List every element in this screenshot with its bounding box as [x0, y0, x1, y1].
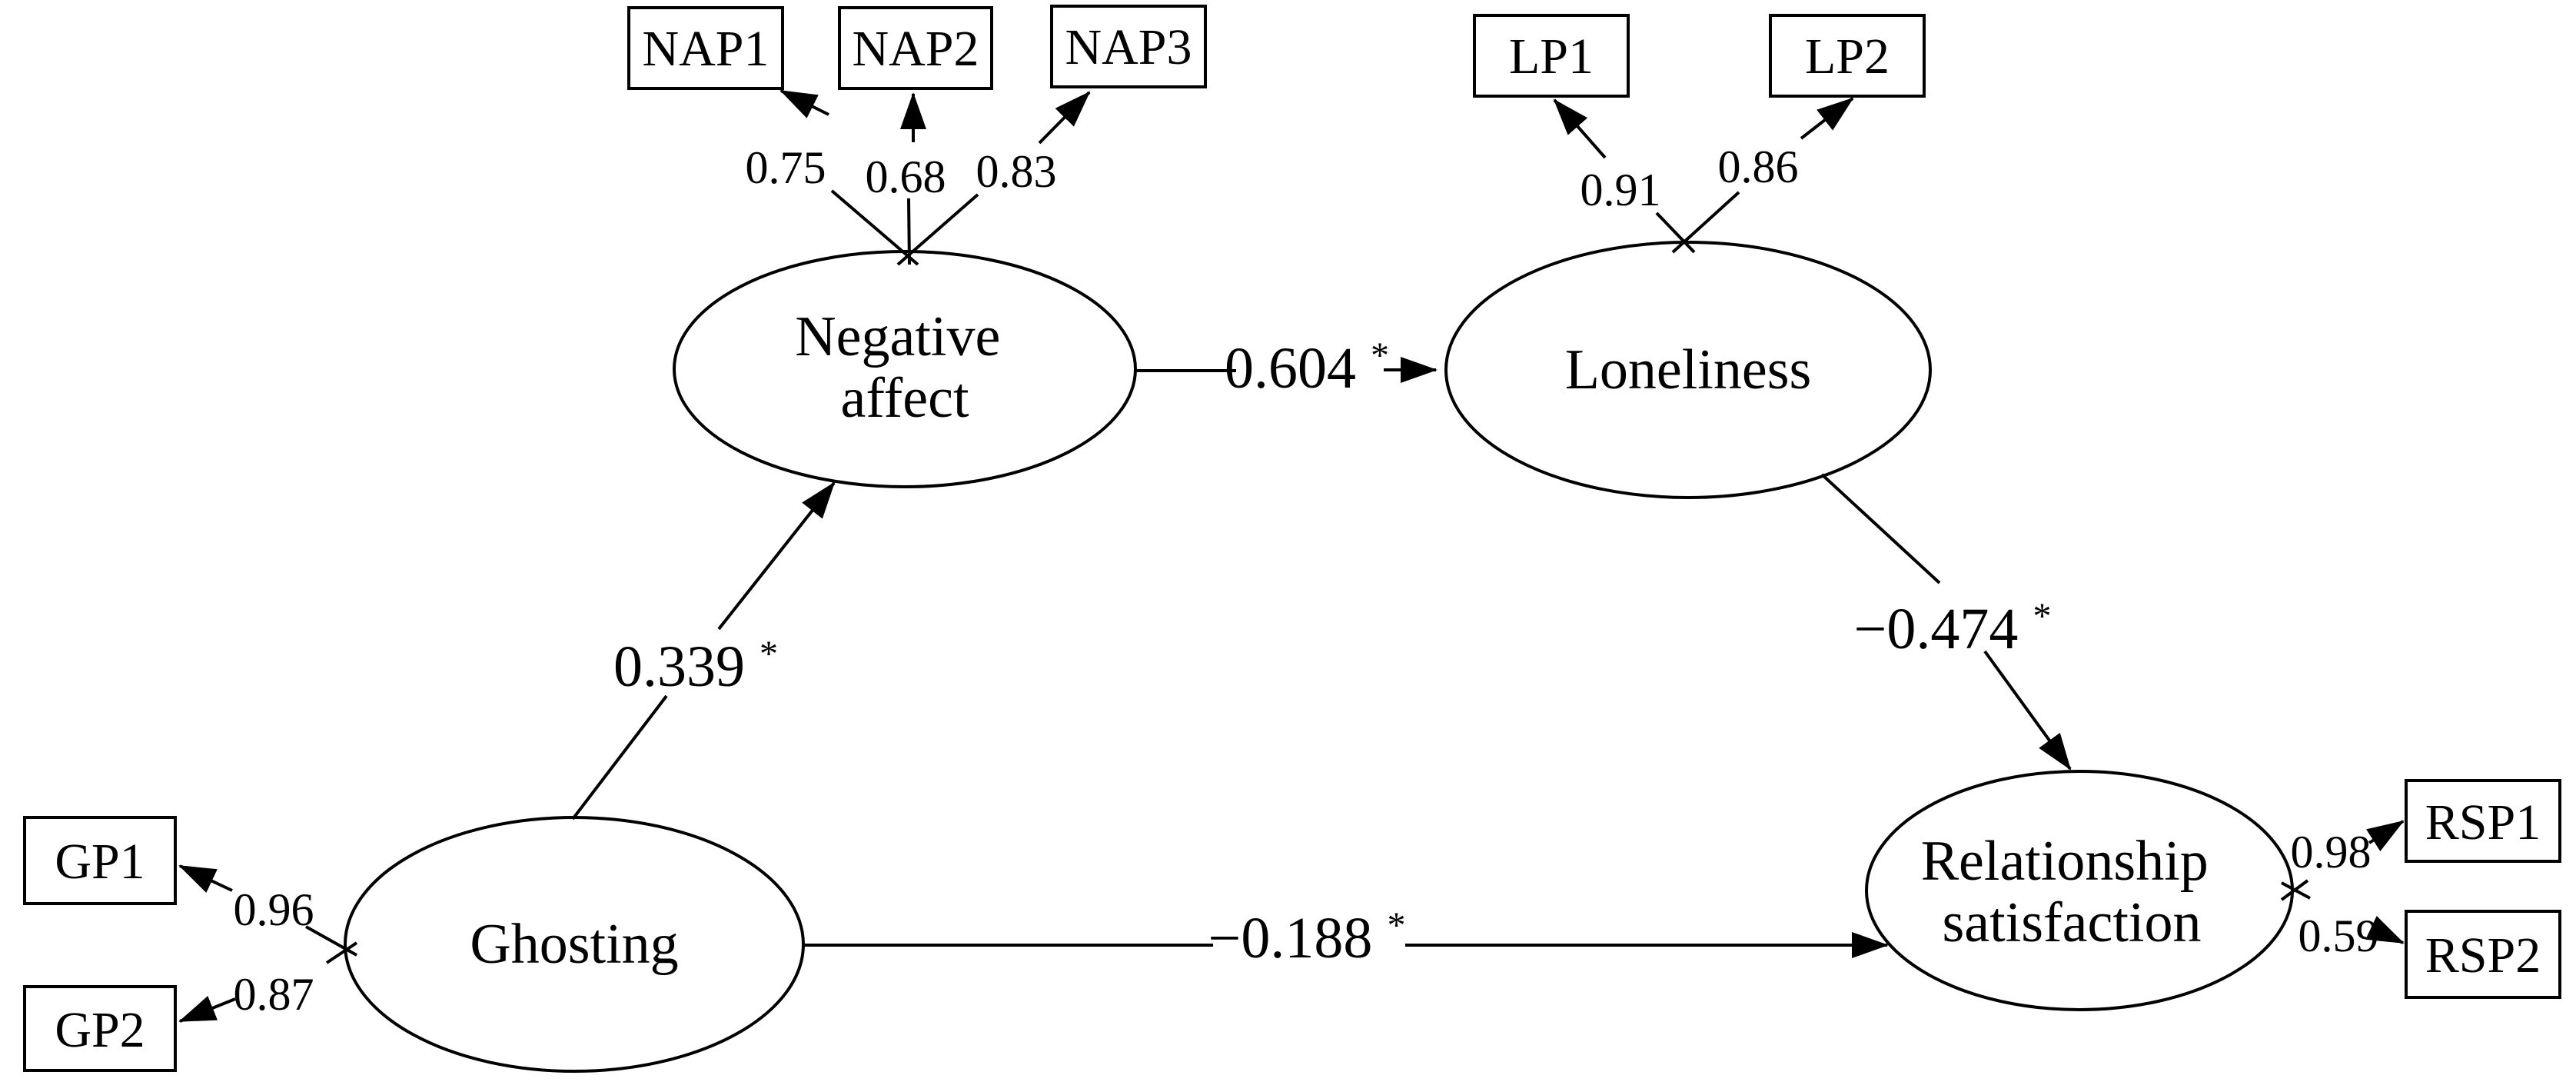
loading-line-gp2-stub: [325, 941, 358, 964]
loading-line-gp1-stub: [305, 925, 357, 957]
latent-label-negative-affect: Negative affect: [795, 305, 1015, 430]
loading-line-gp2-arrow: [178, 996, 236, 1023]
indicator-label-rsp2: RSP2: [2425, 927, 2541, 984]
indicator-box-rsp2: [2405, 910, 2561, 999]
indicator-label-lp2: LP2: [1805, 28, 1890, 85]
indicator-label-gp2: GP2: [55, 1002, 145, 1058]
loading-line-gp1-arrow: [178, 864, 233, 893]
indicator-box-lp2: [1769, 14, 1926, 98]
coef-significance-asterisk: *: [760, 634, 778, 674]
coef-value: 0.604: [1225, 336, 1356, 401]
latent-label-loneliness: Loneliness: [1565, 338, 1812, 401]
indicator-box-lp1: [1473, 14, 1630, 98]
loading-value-nap3: 0.83: [976, 146, 1057, 197]
latent-label-negative-affect-line1: Negative: [795, 305, 1000, 368]
coef-significance-asterisk: *: [2033, 596, 2051, 637]
loading-value-rsp1: 0.98: [2291, 827, 2372, 877]
latent-label-negative-affect-line2: affect: [840, 367, 969, 430]
path-coefficient-ghosting-to-negative-affect: 0.339 *: [613, 634, 778, 699]
loading-line-lp2-stub: [1671, 191, 1740, 254]
loading-value-nap2: 0.68: [866, 151, 946, 202]
coef-value: 0.339: [613, 634, 745, 699]
path-loneliness-to-relationship-satisfaction-segment: [1820, 473, 1941, 584]
loading-value-lp1: 0.91: [1581, 165, 1661, 215]
indicator-label-nap2: NAP2: [852, 21, 979, 77]
path-coefficient-ghosting-to-relationship-satisfaction: −0.188 *: [1208, 905, 1406, 970]
loading-line-lp1-arrow: [1553, 98, 1607, 159]
loading-line-lp1-stub: [1655, 211, 1696, 254]
indicator-label-lp1: LP1: [1509, 28, 1594, 85]
coef-significance-asterisk: *: [1387, 905, 1405, 946]
loading-value-rsp2: 0.59: [2298, 911, 2379, 961]
loading-line-nap1-stub: [830, 189, 919, 266]
coef-significance-asterisk: *: [1371, 335, 1389, 376]
indicator-label-gp1: GP1: [55, 834, 145, 890]
indicator-label-rsp1: RSP1: [2425, 794, 2541, 851]
loading-value-gp2: 0.87: [234, 969, 314, 1020]
indicator-box-nap1: [627, 6, 784, 90]
loading-value-nap1: 0.75: [746, 142, 826, 193]
coef-value: −0.188: [1208, 906, 1373, 970]
indicator-box-nap2: [838, 6, 993, 90]
path-coefficient-loneliness-to-relationship-satisfaction: −0.474 *: [1854, 596, 2052, 661]
latent-label-relationship-satisfaction: Relationship satisfaction: [1921, 830, 2223, 954]
indicator-box-gp2: [23, 985, 177, 1072]
path-coefficient-negative-affect-to-loneliness: 0.604 *: [1225, 335, 1389, 401]
loading-value-lp2: 0.86: [1718, 141, 1799, 192]
loading-line-nap3-stub: [896, 193, 979, 266]
latent-loneliness-ellipse: [1444, 241, 1932, 499]
path-ghosting-to-negative-affect-arrow: [717, 481, 836, 631]
path-loneliness-to-relationship-satisfaction-arrow: [1983, 650, 2072, 771]
coef-value: −0.474: [1854, 597, 2019, 661]
indicator-label-nap3: NAP3: [1065, 19, 1192, 75]
indicator-box-rsp1: [2405, 779, 2561, 863]
indicator-box-nap3: [1050, 5, 1207, 88]
loading-line-rsp2-stub: [2281, 881, 2311, 900]
loading-line-rsp2-arrow: [2365, 916, 2405, 944]
latent-label-relationship-satisfaction-line1: Relationship: [1921, 830, 2209, 893]
latent-label-ghosting: Ghosting: [470, 913, 678, 976]
path-ghosting-to-negative-affect-segment: [571, 694, 668, 821]
indicator-label-nap1: NAP1: [642, 21, 769, 77]
loading-line-nap1-arrow: [779, 89, 829, 118]
loading-line-lp2-arrow: [1800, 97, 1854, 140]
indicator-box-gp1: [23, 816, 177, 905]
loading-line-rsp1-arrow: [2366, 820, 2405, 852]
latent-label-relationship-satisfaction-line2: satisfaction: [1942, 891, 2201, 954]
loading-value-gp1: 0.96: [234, 884, 314, 935]
loading-line-nap3-arrow: [1038, 91, 1091, 145]
